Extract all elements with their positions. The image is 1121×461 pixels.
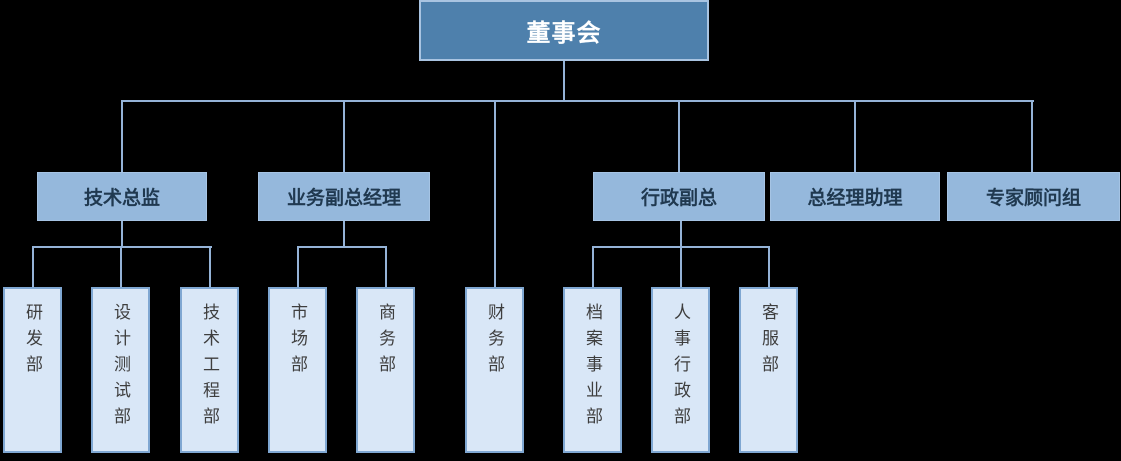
connector-stub-tech (121, 221, 123, 248)
connector-drop-finance (494, 100, 496, 287)
org-node-expert-advisors[interactable]: 专家顾问组 (947, 172, 1120, 221)
org-node-label: 行政副总 (640, 188, 717, 209)
org-node-admin-deputy[interactable]: 行政副总 (593, 172, 765, 221)
connector-stub-biz (343, 221, 345, 248)
connector-stub-admin (680, 221, 682, 248)
org-node-board[interactable]: 董事会 (419, 0, 709, 61)
connector-drop-customer-service (768, 246, 770, 287)
org-node-design-testing-dept[interactable]: 设计测试部 (91, 287, 150, 453)
connector-drop-admin (678, 100, 680, 172)
org-node-commerce-dept[interactable]: 商务部 (356, 287, 415, 453)
org-node-archives-dept[interactable]: 档案事业部 (563, 287, 622, 453)
connector-drop-biz (343, 100, 345, 172)
connector-drop-tech (121, 100, 123, 172)
connector-rail-tech (32, 246, 212, 248)
connector-drop-archives (592, 246, 594, 287)
org-node-label: 董事会 (526, 20, 602, 47)
org-node-label: 技术工程部 (200, 303, 219, 433)
org-node-business-deputy-gm[interactable]: 业务副总经理 (258, 172, 430, 221)
org-node-rd-dept[interactable]: 研发部 (3, 287, 62, 453)
connector-root-stub (563, 61, 565, 101)
org-node-label: 财务部 (485, 303, 504, 381)
org-node-finance-dept[interactable]: 财务部 (465, 287, 524, 453)
org-node-customer-service-dept[interactable]: 客服部 (739, 287, 798, 453)
connector-drop-engineering (209, 246, 211, 287)
org-node-label: 技术总监 (83, 188, 160, 209)
org-node-hr-admin-dept[interactable]: 人事行政部 (651, 287, 710, 453)
org-node-tech-director[interactable]: 技术总监 (37, 172, 207, 221)
org-node-label: 设计测试部 (111, 303, 130, 433)
org-node-gm-assistant[interactable]: 总经理助理 (770, 172, 940, 221)
connector-drop-assistant (854, 100, 856, 172)
org-node-label: 市场部 (288, 303, 307, 381)
org-node-label: 客服部 (759, 303, 778, 381)
org-node-label: 研发部 (23, 303, 42, 381)
connector-rail-biz (297, 246, 387, 248)
connector-top-rail (121, 100, 1034, 102)
connector-drop-expert (1031, 100, 1033, 172)
connector-drop-marketing (297, 246, 299, 287)
connector-drop-design-test (120, 246, 122, 287)
org-node-label: 业务副总经理 (286, 188, 401, 209)
org-node-label: 专家顾问组 (985, 188, 1081, 209)
org-node-marketing-dept[interactable]: 市场部 (268, 287, 327, 453)
connector-drop-rd (32, 246, 34, 287)
connector-drop-commerce (385, 246, 387, 287)
org-node-label: 人事行政部 (671, 303, 690, 433)
org-node-label: 商务部 (376, 303, 395, 381)
connector-drop-hr-admin (680, 246, 682, 287)
org-node-tech-engineering-dept[interactable]: 技术工程部 (180, 287, 239, 453)
org-node-label: 总经理助理 (807, 188, 903, 209)
org-node-label: 档案事业部 (583, 303, 602, 433)
